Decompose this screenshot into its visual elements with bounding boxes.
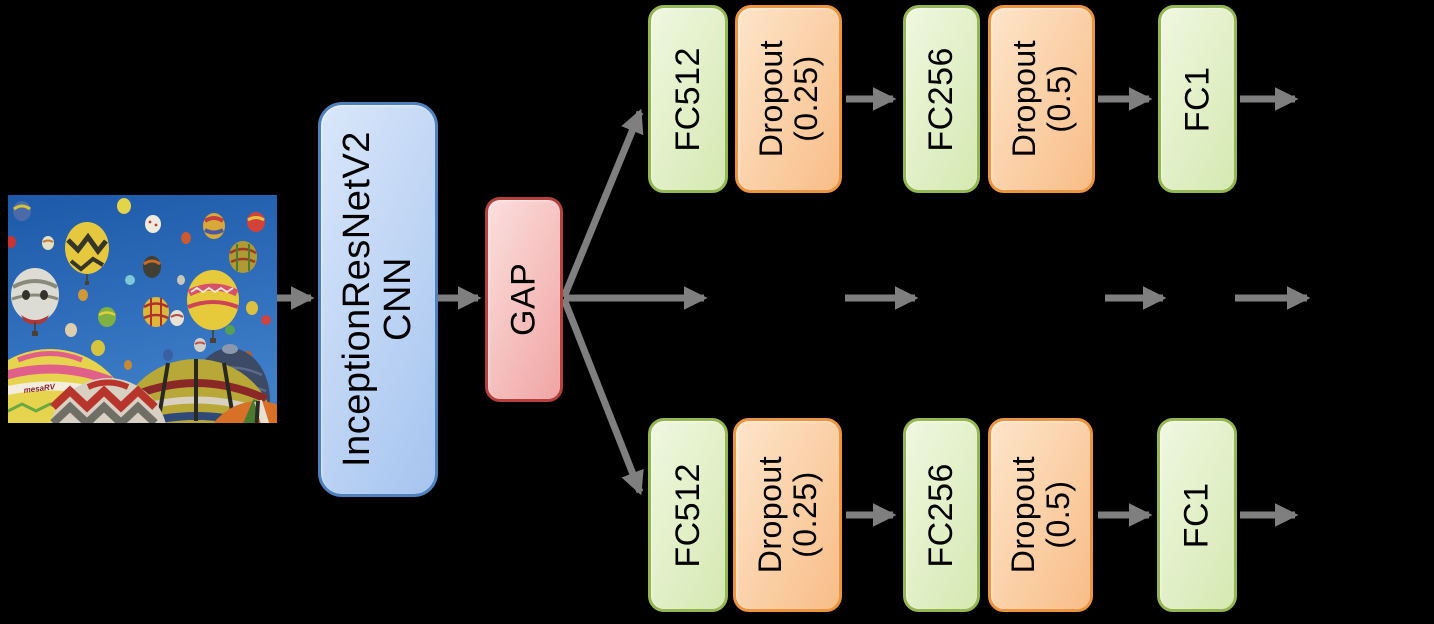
top-fc1-block: FC1 (1158, 5, 1237, 193)
arrow-gap-to-bottom-branch (560, 297, 644, 496)
top-dropout-025-label-line2: (0.25) (787, 55, 824, 143)
bottom-dropout-05-label-line2: (0.5) (1039, 480, 1076, 550)
top-fc256-block: FC256 (903, 5, 980, 193)
bottom-dropout-025-label-line2: (0.25) (786, 471, 823, 559)
balloon-domes: mesaRV (8, 344, 277, 423)
top-dropout-025-label-line1: Dropout (752, 40, 789, 158)
small-balloons (8, 198, 271, 370)
top-fc1-label: FC1 (1178, 66, 1217, 132)
top-dropout-05-label-line1: Dropout (1005, 40, 1042, 158)
cnn-label-line2: CNN (377, 257, 420, 342)
cnn-label-line1: InceptionResNetV2 (335, 131, 378, 468)
bottom-dropout-025-block: Dropout (0.25) (733, 418, 842, 612)
cnn-block: InceptionResNetV2 CNN (318, 102, 438, 497)
top-dropout-05-block: Dropout (0.5) (988, 5, 1095, 193)
top-fc256-label: FC256 (922, 46, 961, 152)
bottom-fc512-block: FC512 (648, 418, 728, 612)
top-dropout-025-block: Dropout (0.25) (735, 5, 842, 193)
svg-text:mesaRV: mesaRV (23, 382, 56, 395)
gap-block: GAP (485, 197, 563, 402)
top-fc512-label: FC512 (668, 46, 707, 152)
bottom-dropout-05-block: Dropout (0.5) (988, 418, 1093, 612)
gap-label: GAP (504, 262, 543, 337)
arrow-gap-to-top-branch (560, 108, 644, 299)
bottom-fc512-label: FC512 (668, 462, 707, 568)
bottom-fc256-label: FC256 (922, 462, 961, 568)
bottom-fc1-label: FC1 (1177, 482, 1216, 548)
input-photo: mesaRV (8, 195, 277, 423)
large-balloons (11, 222, 239, 343)
top-fc512-block: FC512 (648, 5, 728, 193)
bottom-fc256-block: FC256 (903, 418, 980, 612)
bottom-dropout-025-label-line1: Dropout (751, 456, 788, 574)
top-dropout-05-label-line2: (0.5) (1040, 64, 1077, 134)
bottom-dropout-05-label-line1: Dropout (1004, 456, 1041, 574)
bottom-fc1-block: FC1 (1157, 418, 1237, 612)
